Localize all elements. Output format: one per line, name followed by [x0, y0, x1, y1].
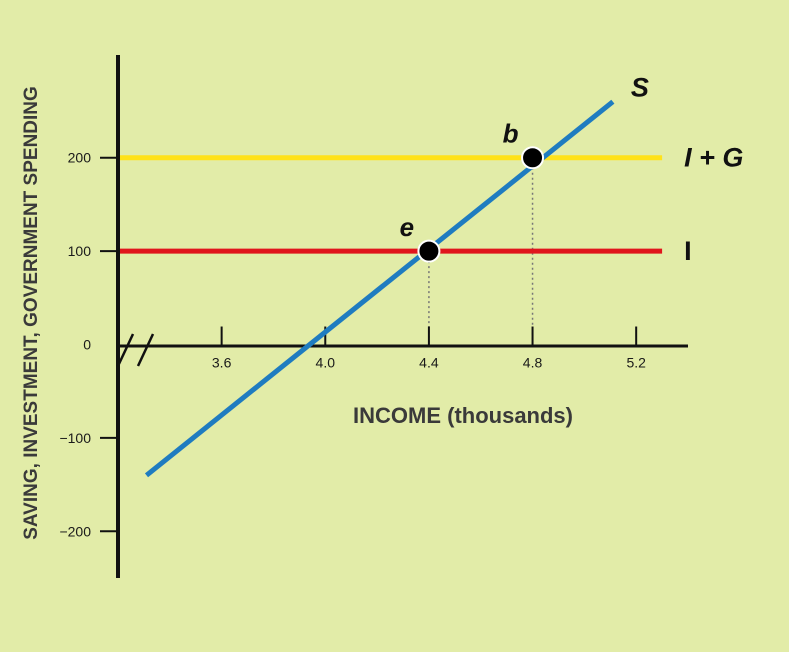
- x-tick-label: 5.2: [626, 355, 646, 371]
- point-label-e: e: [400, 212, 414, 242]
- x-axis-title: INCOME (thousands): [353, 403, 573, 428]
- axes: [116, 55, 688, 578]
- x-tick-label: 3.6: [212, 355, 232, 371]
- points: eb: [400, 119, 545, 263]
- series-labels: S I + G I: [631, 73, 744, 266]
- point-e: [417, 239, 441, 263]
- y-ticks: 200 100 0 −100 −200: [59, 150, 118, 539]
- series-label-i: I: [684, 236, 692, 266]
- horizontal-series: [118, 155, 663, 254]
- y-tick-label: −200: [59, 523, 91, 539]
- x-ticks: 3.6 4.0 4.4 4.8 5.2: [212, 326, 646, 371]
- y-axis-title: SAVING, INVESTMENT, GOVERNMENT SPENDING: [21, 86, 42, 540]
- guide-lines: [428, 157, 534, 345]
- x-tick-label: 4.4: [419, 355, 439, 371]
- x-tick-label: 4.0: [316, 355, 336, 371]
- y-tick-label: 100: [68, 243, 92, 259]
- x-tick-label: 4.8: [523, 355, 543, 371]
- point-b: [521, 146, 545, 170]
- y-tick-label: 200: [68, 150, 92, 166]
- y-tick-label: −100: [59, 430, 91, 446]
- y-tick-label: 0: [83, 337, 91, 353]
- series-label-i-g: I + G: [684, 143, 743, 173]
- point-label-b: b: [503, 119, 519, 149]
- series-label-s: S: [631, 73, 649, 103]
- axis-break-icon: [116, 333, 155, 367]
